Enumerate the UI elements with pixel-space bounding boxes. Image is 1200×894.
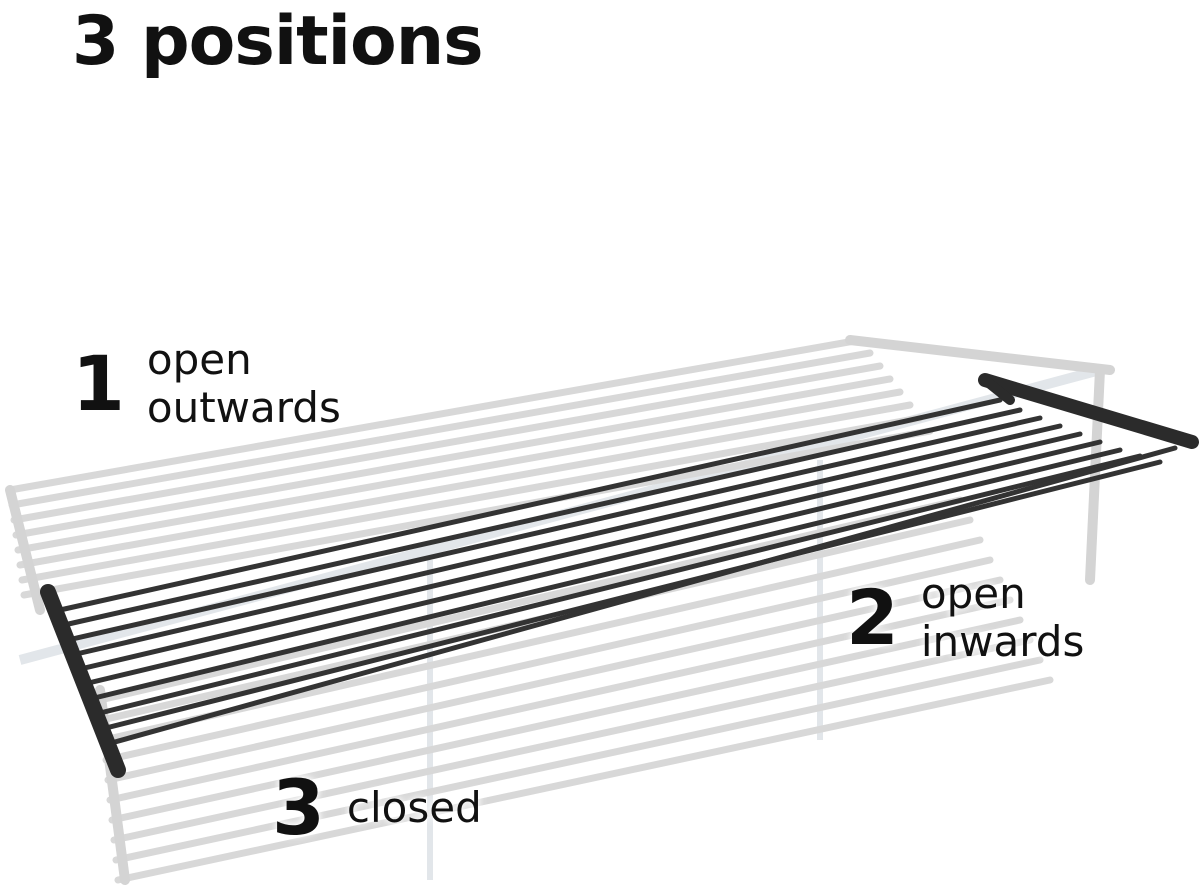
position-2-label: 2 open inwards [846,570,1084,666]
page-title: 3 positions [72,2,484,81]
position-1-label: 1 open outwards [72,336,341,432]
position-number: 2 [846,573,899,662]
open-rack-frame [40,373,1199,778]
position-desc-line1: open [146,335,252,384]
position-desc-line1: closed [346,783,482,832]
open-rack-bars [57,397,1178,748]
position-number: 1 [72,339,125,428]
position-3-label: 3 closed [272,770,482,846]
position-description: closed [347,784,482,832]
position-desc-line1: open [920,569,1026,618]
position-desc-line2: outwards [146,383,341,432]
position-description: open inwards [921,570,1084,666]
position-description: open outwards [147,336,341,432]
position-desc-line2: inwards [920,617,1085,666]
position-number: 3 [272,763,325,852]
closed-rack-frame [5,335,1115,885]
